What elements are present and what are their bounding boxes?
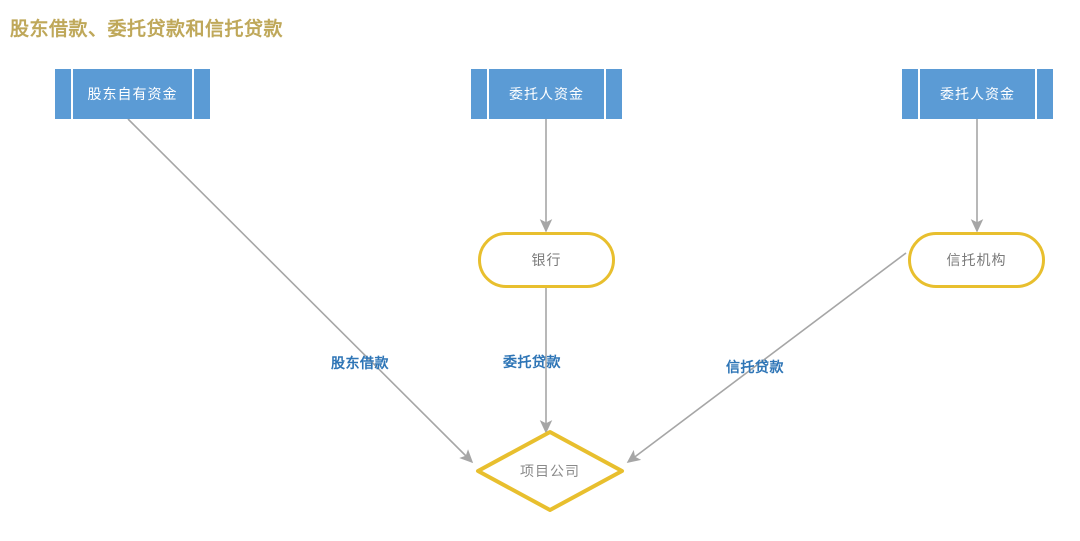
- node-source-entrust-trust[interactable]: 委托人资金: [902, 69, 1053, 119]
- diamond-shape: [476, 430, 624, 512]
- process-bar-right: [1035, 69, 1037, 119]
- node-label: 项目公司: [520, 463, 580, 479]
- process-bar-left: [918, 69, 920, 119]
- node-bank[interactable]: 银行: [478, 232, 615, 288]
- page-title: 股东借款、委托贷款和信托贷款: [10, 19, 284, 40]
- node-source-entrust-bank[interactable]: 委托人资金: [471, 69, 622, 119]
- node-label: 股东自有资金: [87, 86, 178, 102]
- node-label: 委托人资金: [509, 86, 584, 102]
- node-label: 委托人资金: [940, 86, 1015, 102]
- node-project-company[interactable]: 项目公司: [475, 429, 625, 513]
- edge-label-trust-loan: 信托贷款: [726, 359, 784, 375]
- process-bar-left: [487, 69, 489, 119]
- connector-trust-loan: [626, 252, 907, 463]
- edge-label-entrusted-loan: 委托贷款: [503, 354, 561, 370]
- node-label: 银行: [531, 252, 562, 268]
- process-bar-left: [71, 69, 73, 119]
- node-label: 信托机构: [946, 252, 1007, 268]
- node-trust-institution[interactable]: 信托机构: [908, 232, 1045, 288]
- connector-shareholder-loan: [127, 118, 474, 464]
- node-source-shareholder[interactable]: 股东自有资金: [55, 69, 210, 119]
- edge-label-shareholder-loan: 股东借款: [331, 355, 389, 371]
- process-bar-right: [192, 69, 194, 119]
- process-bar-right: [604, 69, 606, 119]
